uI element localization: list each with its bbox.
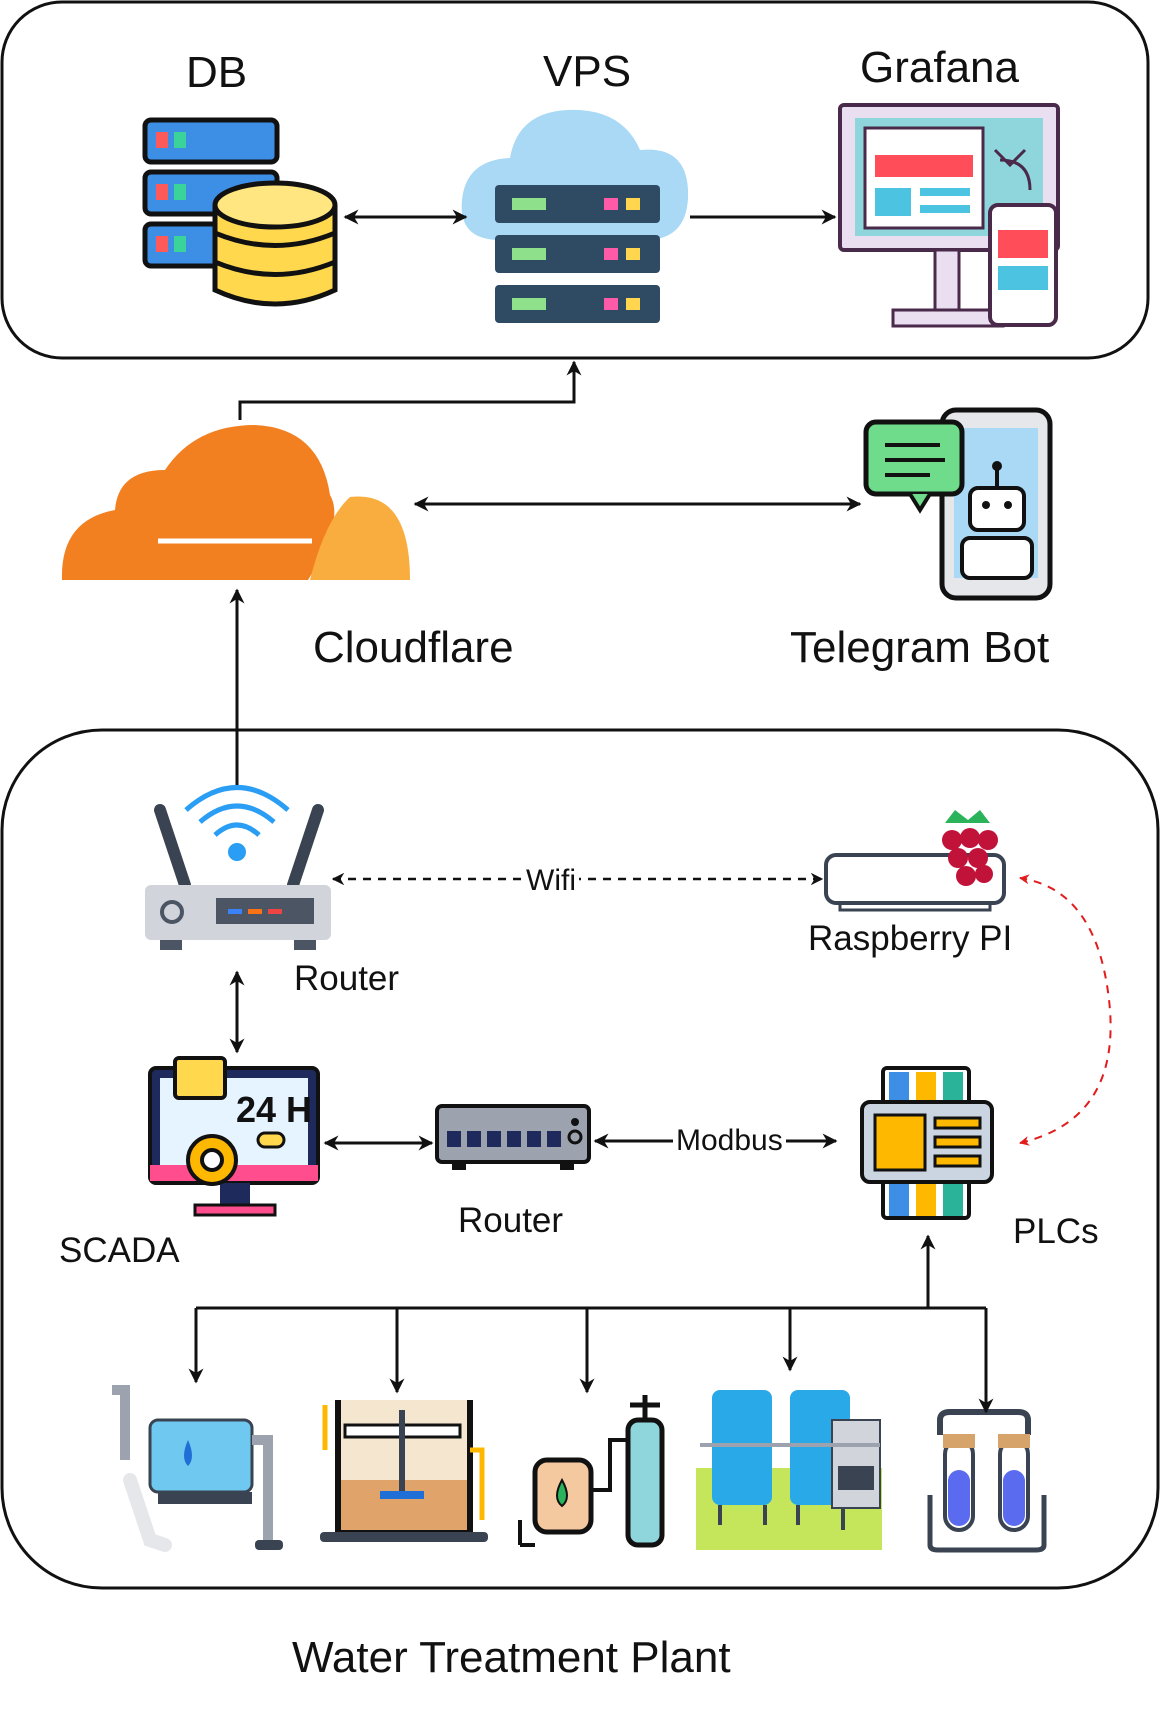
sedimentation-tank-icon	[320, 1400, 488, 1542]
cloudflare-label: Cloudflare	[313, 623, 514, 672]
raspberry-pi-label: Raspberry PI	[808, 919, 1013, 958]
cloud-server-icon	[461, 109, 689, 323]
lab-test-tubes-icon	[927, 1409, 1047, 1553]
scada-monitor-icon: 24 H	[148, 1056, 320, 1217]
plc-icon	[860, 1066, 994, 1220]
edge-cloudflare-vps	[238, 360, 582, 420]
scada-label: SCADA	[59, 1231, 180, 1270]
router-wifi-label: Router	[294, 959, 400, 998]
modbus-edge-label: Modbus	[673, 1126, 786, 1156]
water-pump-icon	[112, 1385, 283, 1552]
edge-plc-raspberry	[1019, 874, 1112, 1146]
storage-tanks-icon	[696, 1390, 882, 1550]
router-switch-label: Router	[458, 1201, 564, 1240]
cloud-services-group	[0, 0, 1150, 360]
water-treatment-plant-label: Water Treatment Plant	[292, 1633, 731, 1682]
telegram-bot-label: Telegram Bot	[790, 623, 1050, 672]
cloudflare-cloud-icon	[61, 425, 410, 580]
wifi-router-icon	[145, 785, 331, 950]
database-server-icon	[142, 117, 338, 307]
vps-label: VPS	[543, 47, 632, 96]
telegram-bot-phone-icon	[863, 407, 1053, 601]
grafana-label: Grafana	[860, 43, 1019, 92]
raspberry-pi-icon	[824, 810, 1006, 912]
svg-text:24 H: 24 H	[236, 1089, 312, 1130]
plcs-label: PLCs	[1013, 1212, 1099, 1251]
water-treatment-plant-group	[0, 728, 1160, 1590]
dashboard-monitor-icon	[838, 103, 1060, 328]
db-label: DB	[186, 48, 248, 97]
wifi-edge-label: Wifi	[523, 866, 579, 896]
network-switch-icon	[435, 1104, 591, 1170]
chlorine-dosing-icon	[518, 1395, 665, 1548]
